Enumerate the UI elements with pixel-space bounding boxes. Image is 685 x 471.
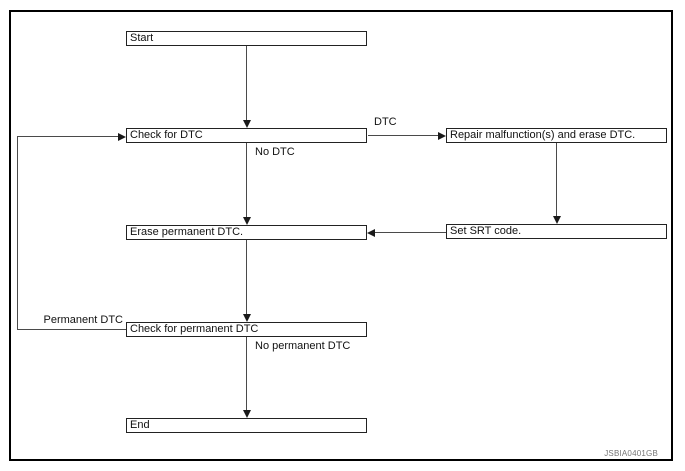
- node-repair-and-erase-dtc: Repair malfunction(s) and erase DTC.: [446, 128, 667, 143]
- connector-check-dtc-to-erase-perm: [246, 143, 247, 218]
- node-end-label: End: [130, 419, 150, 431]
- connector-feedback-top-segment: [17, 136, 118, 137]
- node-repair-and-erase-dtc-label: Repair malfunction(s) and erase DTC.: [450, 129, 636, 141]
- connector-set-srt-to-erase-perm: [375, 232, 446, 233]
- arrowhead-into-check-perm-top: [243, 314, 251, 322]
- connector-feedback-bottom-segment: [17, 329, 126, 330]
- node-check-for-permanent-dtc: Check for permanent DTC: [126, 322, 367, 337]
- connector-check-perm-to-end: [246, 337, 247, 411]
- arrowhead-into-erase-perm-right: [367, 229, 375, 237]
- node-check-for-dtc: Check for DTC: [126, 128, 367, 143]
- arrowhead-into-set-srt-top: [553, 216, 561, 224]
- arrowhead-into-repair-left: [438, 132, 446, 140]
- connector-repair-to-set-srt: [556, 143, 557, 216]
- node-start-label: Start: [130, 32, 154, 44]
- node-set-srt-code-label: Set SRT code.: [450, 225, 522, 237]
- edge-label-no-dtc: No DTC: [255, 146, 295, 158]
- edge-label-dtc: DTC: [374, 116, 397, 128]
- node-check-for-permanent-dtc-label: Check for permanent DTC: [130, 323, 259, 335]
- arrowhead-into-end-top: [243, 410, 251, 418]
- arrowhead-into-check-dtc-top: [243, 120, 251, 128]
- node-erase-permanent-dtc: Erase permanent DTC.: [126, 225, 367, 240]
- edge-label-no-permanent-dtc: No permanent DTC: [255, 340, 351, 352]
- node-start: Start: [126, 31, 367, 46]
- arrowhead-into-erase-perm-top: [243, 217, 251, 225]
- figure-code-watermark: JSBIA0401GB: [604, 449, 658, 458]
- node-check-for-dtc-label: Check for DTC: [130, 129, 203, 141]
- node-erase-permanent-dtc-label: Erase permanent DTC.: [130, 226, 244, 238]
- connector-start-to-check-dtc: [246, 46, 247, 121]
- connector-feedback-vertical-segment: [17, 136, 18, 330]
- connector-erase-perm-to-check-perm: [246, 240, 247, 315]
- node-set-srt-code: Set SRT code.: [446, 224, 667, 239]
- edge-label-permanent-dtc: Permanent DTC: [43, 314, 123, 326]
- node-end: End: [126, 418, 367, 433]
- connector-check-dtc-to-repair: [368, 135, 438, 136]
- arrowhead-into-check-dtc-left: [118, 133, 126, 141]
